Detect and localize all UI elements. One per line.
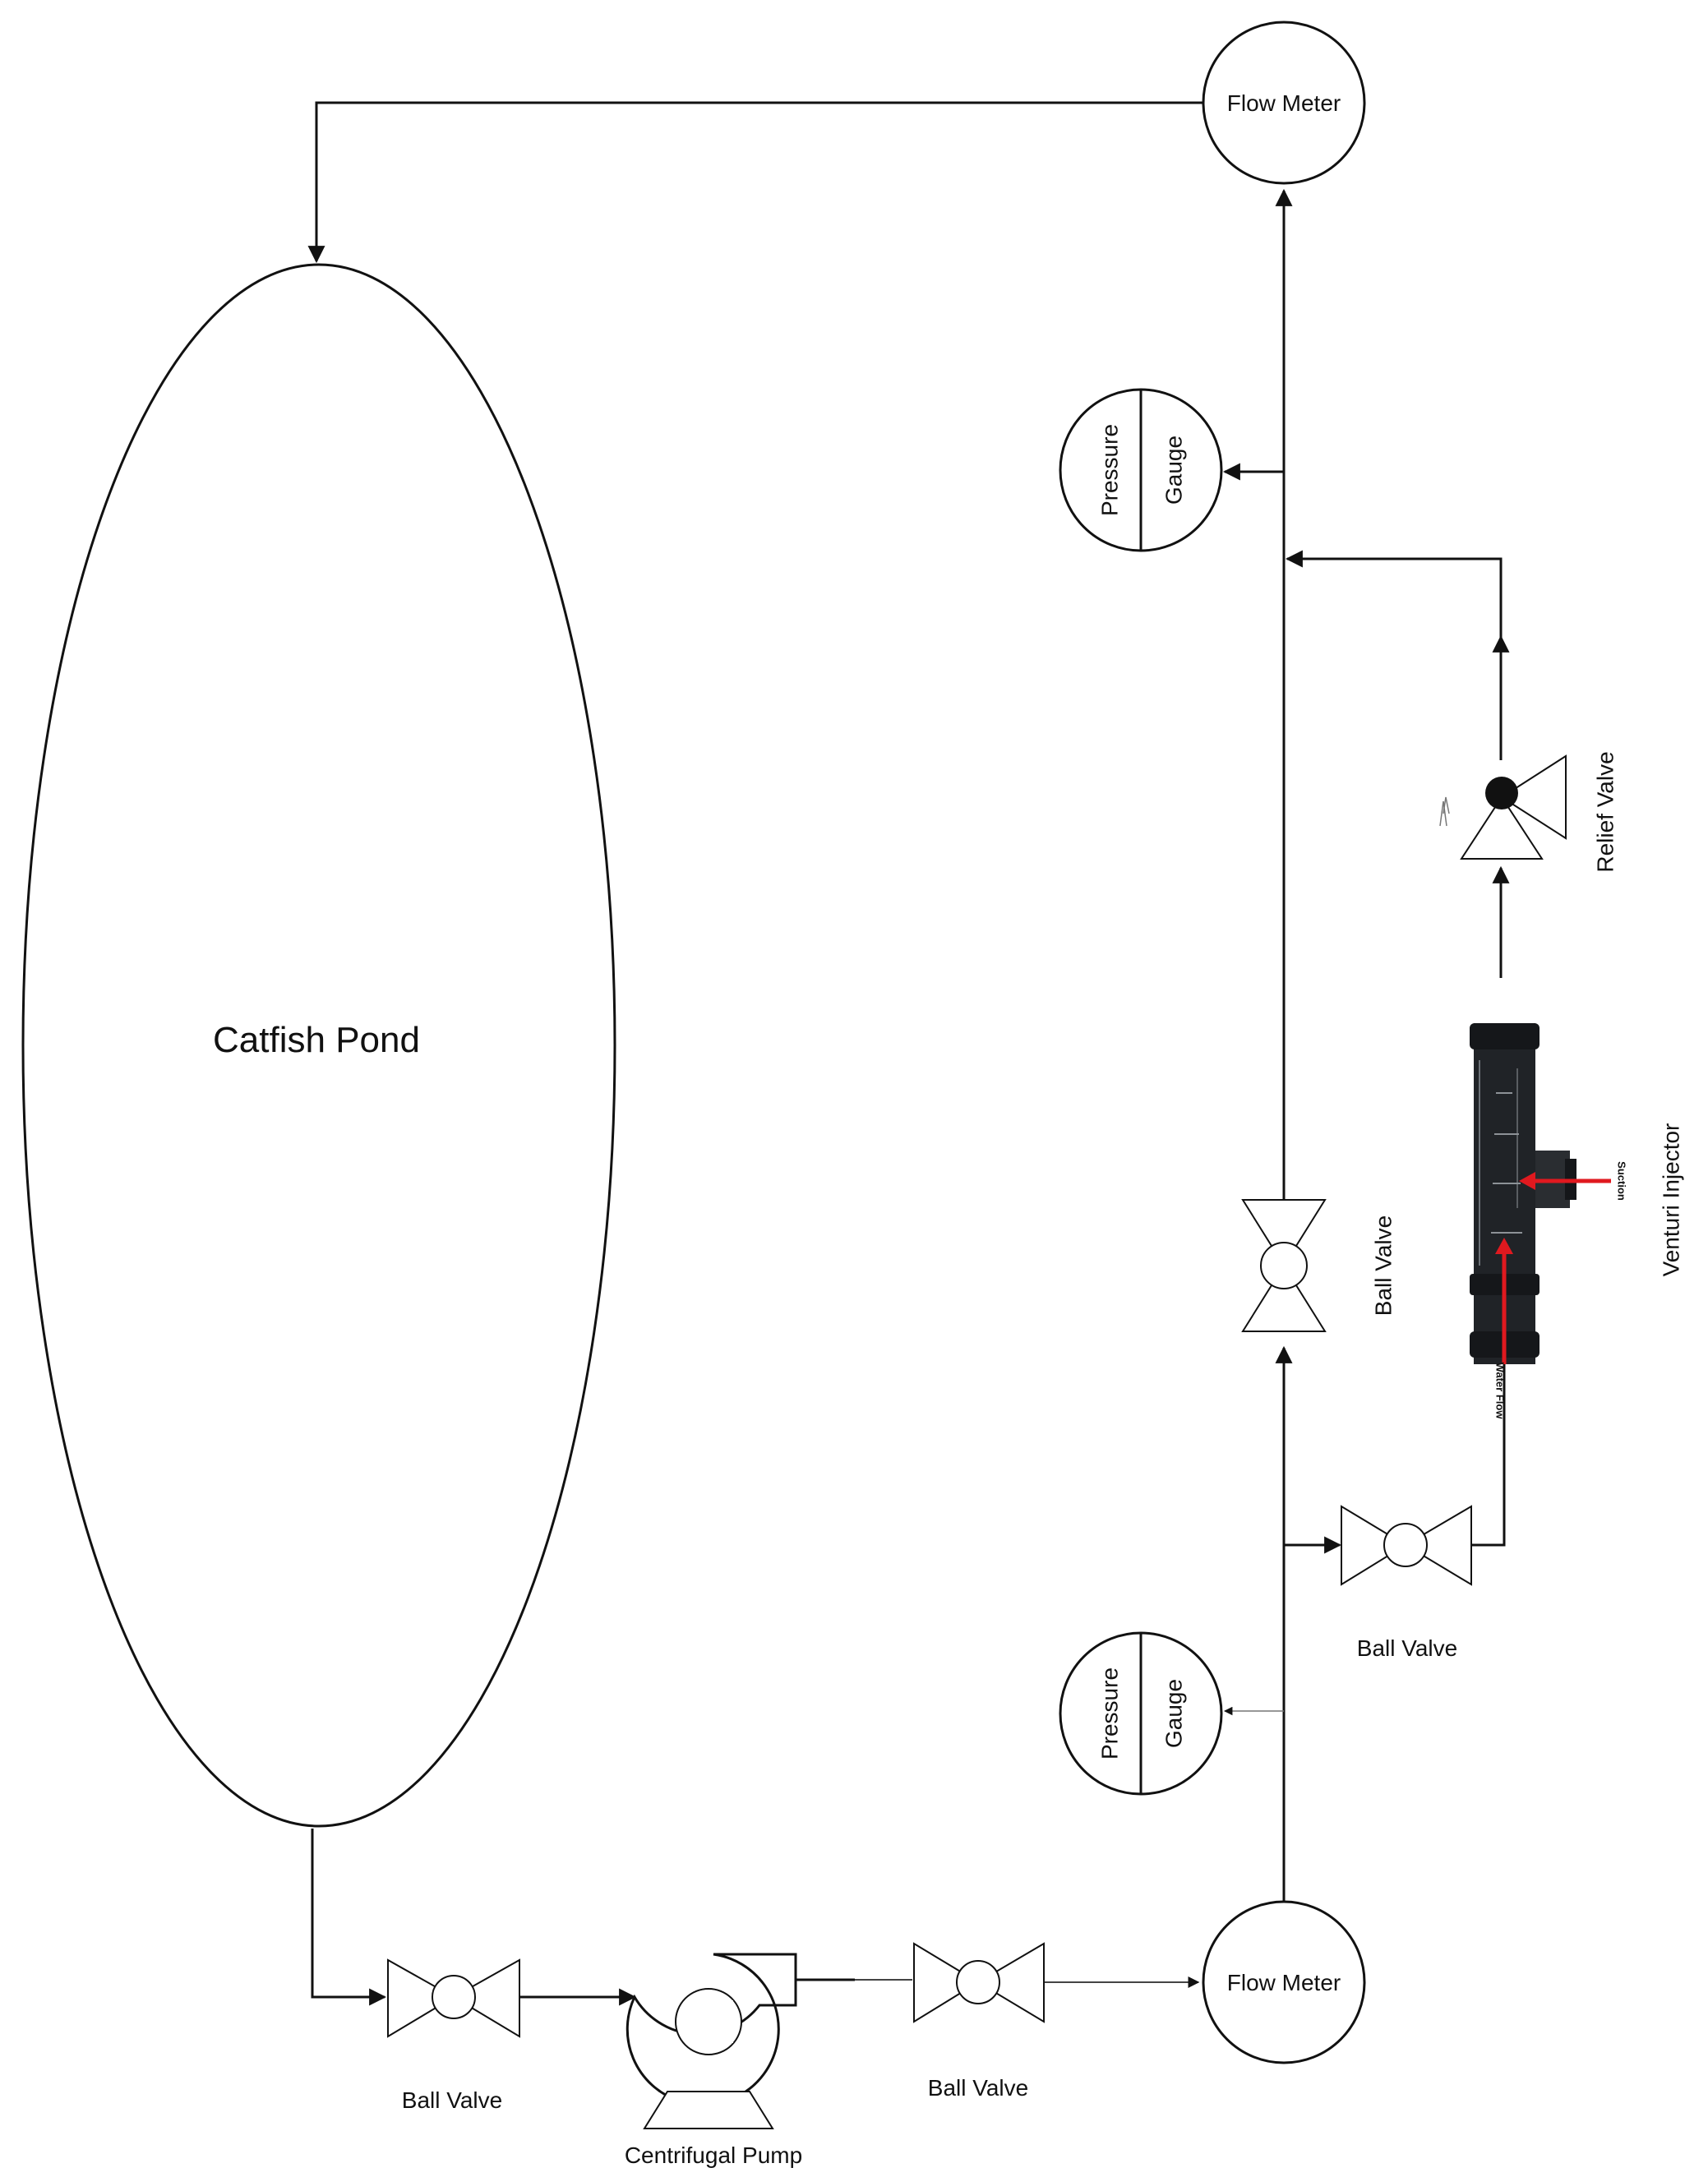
ball-valve-branch-label: Ball Valve [1357, 1635, 1457, 1661]
centrifugal-pump-label: Centrifugal Pump [625, 2142, 802, 2168]
pressure-gauge-bottom-line2: Gauge [1161, 1679, 1186, 1748]
flow-meter-top: Flow Meter [1202, 21, 1366, 185]
ball-valve-vertical-label: Ball Valve [1370, 1215, 1396, 1316]
centrifugal-pump: Centrifugal Pump [625, 1953, 802, 2168]
ball-valve-after-pump-label: Ball Valve [928, 2075, 1028, 2101]
pressure-gauge-top: Pressure Gauge [1059, 388, 1223, 552]
venturi-water-flow-label: Water Flow [1494, 1363, 1507, 1420]
ball-valve-vertical: Ball Valve [1241, 1199, 1396, 1332]
ball-valve-pond-outlet: Ball Valve [387, 1958, 520, 2113]
pipe-network [307, 101, 1510, 2006]
flow-meter-bottom: Flow Meter [1202, 1900, 1366, 2064]
ball-valve-pond-outlet-label: Ball Valve [402, 2087, 502, 2113]
venturi-injector: Suction Water Flow Venturi Injector [1470, 1023, 1683, 1419]
venturi-injector-label: Venturi Injector [1658, 1123, 1683, 1277]
pressure-gauge-bottom-line1: Pressure [1096, 1667, 1122, 1760]
venturi-suction-label: Suction [1616, 1161, 1628, 1201]
flow-meter-top-label: Flow Meter [1227, 90, 1341, 116]
relief-valve-label: Relief Valve [1592, 751, 1618, 872]
relief-valve: Relief Valve [1439, 751, 1618, 873]
pressure-gauge-top-line2: Gauge [1161, 436, 1186, 505]
catfish-pond: Catfish Pond [21, 263, 616, 1828]
ball-valve-after-pump: Ball Valve [913, 1942, 1045, 2101]
pond-label: Catfish Pond [213, 1020, 420, 1060]
pressure-gauge-top-line1: Pressure [1096, 424, 1122, 516]
pressure-gauge-bottom: Pressure Gauge [1059, 1631, 1223, 1796]
ball-valve-branch: Ball Valve [1341, 1505, 1472, 1661]
flow-meter-bottom-label: Flow Meter [1227, 1970, 1341, 1995]
